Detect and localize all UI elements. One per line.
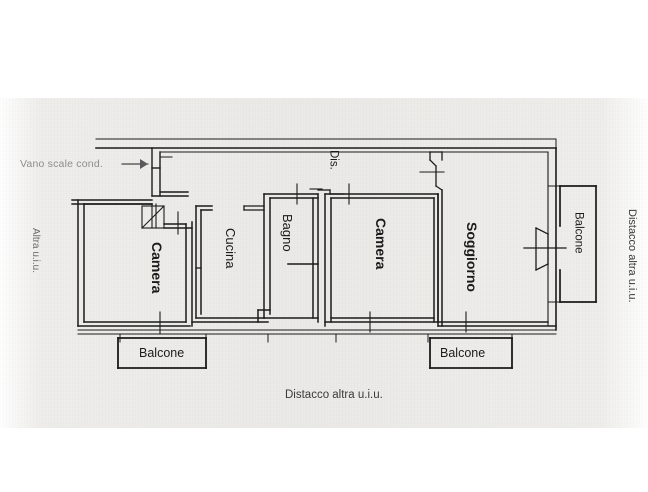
balcone-bottom-left-outline [117,337,207,369]
camera-left-walls [77,199,191,327]
top-wall-inner [159,151,549,327]
bottom-facade-band [77,329,557,335]
room-label-camera-left: Camera [149,242,165,294]
balcony-label-bottom-right: Balcone [440,346,486,360]
soggiorno-balcony-door [523,227,567,271]
soggiorno-walls [437,189,557,327]
bagno-door-ticks [296,183,323,205]
balcony-label-bottom-left: Balcone [139,346,185,360]
entry-door-swing [141,203,165,229]
cucina-walls [191,205,269,323]
camera-left-right-wall [163,221,193,327]
label-distacco-altra-uiu-right: Distacco altra u.i.u. [626,209,638,303]
room-label-soggiorno: Soggiorno [464,222,480,292]
balcone-right-wall-link [547,185,561,303]
stairwell-arrow [121,156,173,165]
room-label-disimpegno: Dis. [327,150,340,170]
balcone-bottom-right-outline [429,337,513,369]
soggiorno-door-jog [429,151,443,191]
label-distacco-altra-uiu-bottom: Distacco altra u.i.u. [285,389,383,401]
balcony-label-right: Balcone [572,212,585,254]
label-altra-uiu-left: Altra u.i.u. [30,228,41,274]
balcone-right-outline [559,185,597,303]
paper-background [0,98,648,428]
top-wall [95,147,557,331]
bagno-left-stub [243,205,265,211]
room-label-camera-center: Camera [373,218,389,270]
room-label-cucina: Cucina [223,228,238,269]
facade-window-hatches [145,329,485,335]
label-vano-scale-cond: Vano scale cond. [20,158,103,170]
upper-boundary-line [95,138,557,149]
bagno-walls [257,193,319,323]
stairwell-shaft [151,147,189,197]
stairwell-arrowhead [140,159,148,169]
room-label-bagno: Bagno [280,214,295,252]
